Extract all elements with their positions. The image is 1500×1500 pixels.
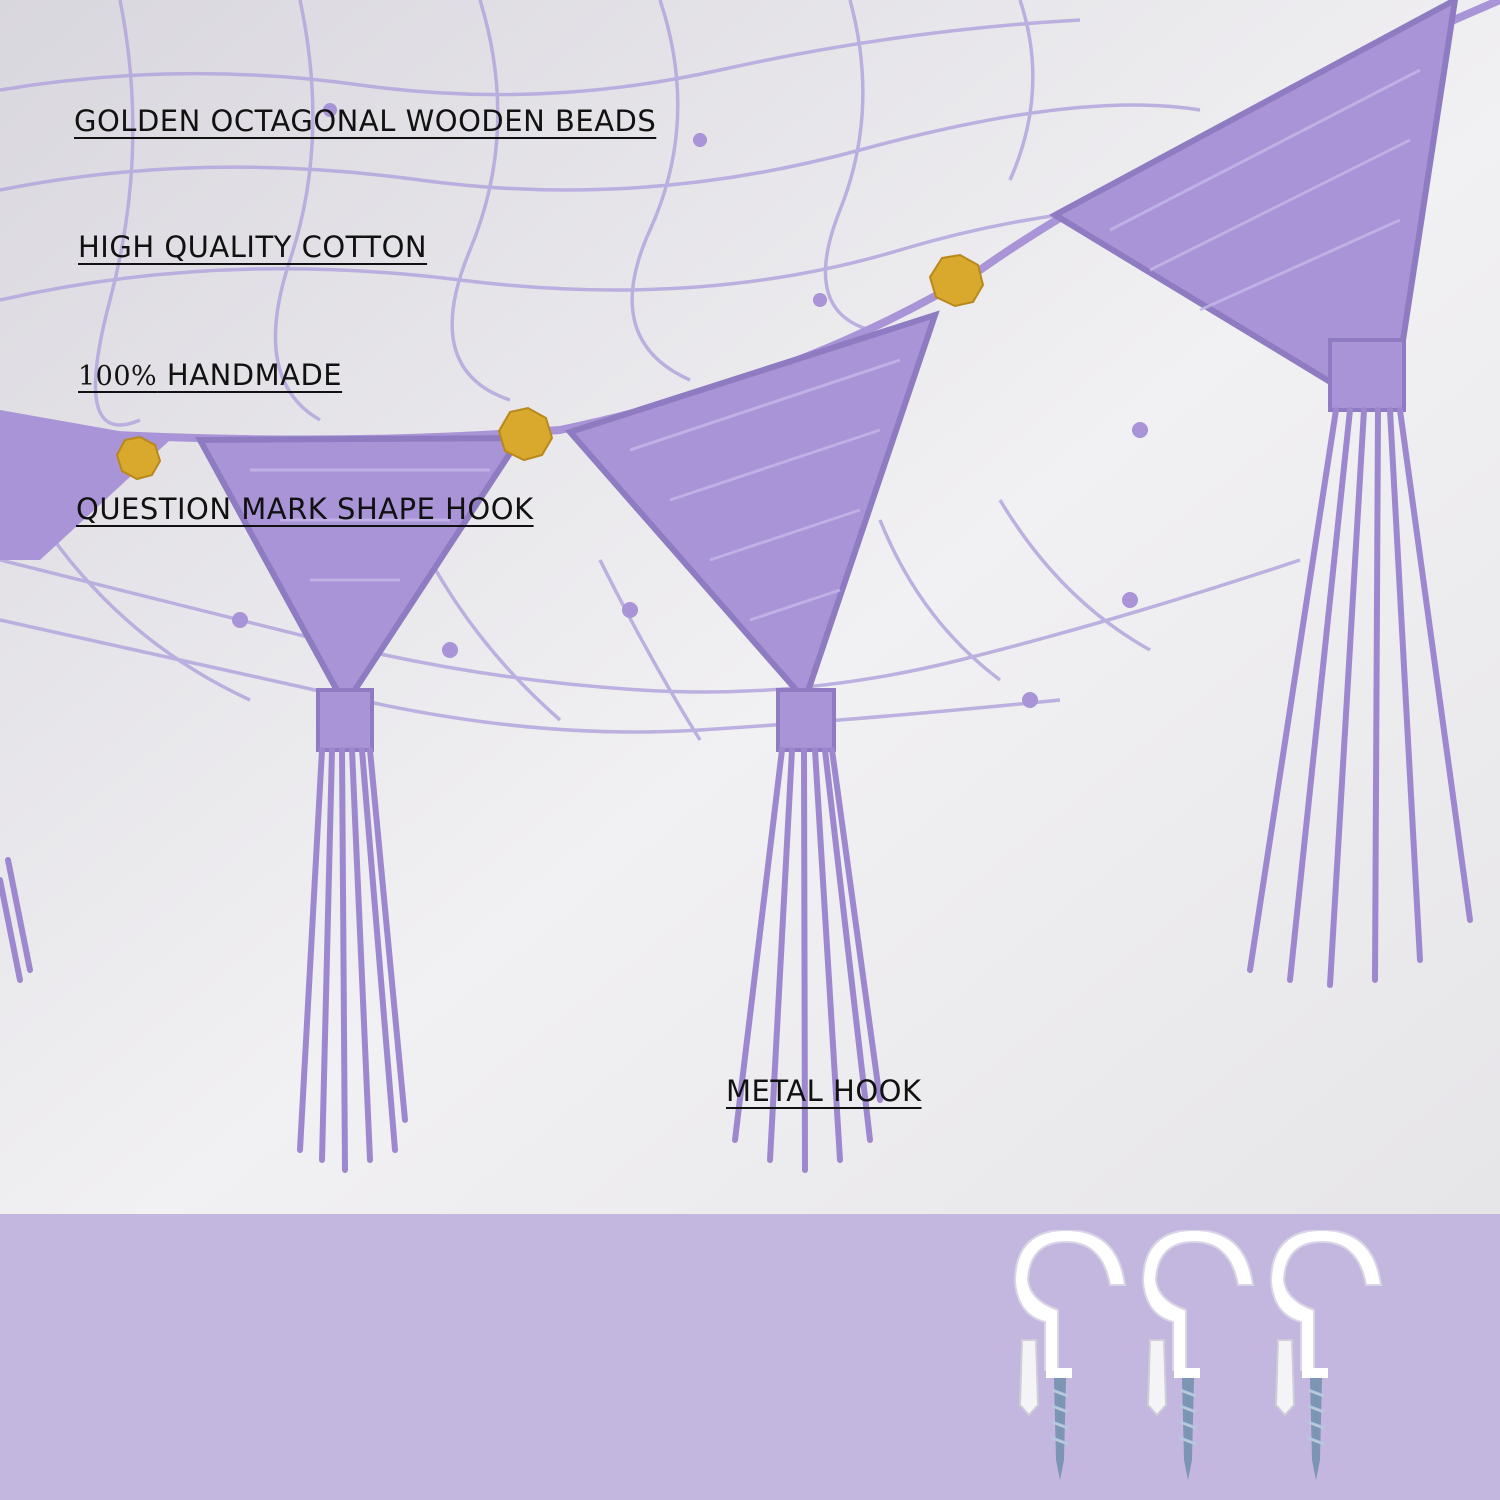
wooden-bead-icon (497, 406, 554, 462)
wall-anchor-icon (1274, 1339, 1296, 1417)
screw-icon (1182, 1378, 1194, 1480)
question-mark-hook-icon (1013, 1230, 1127, 1480)
caption-metal-hook: METAL HOOK (726, 1074, 922, 1108)
screw-icon (1310, 1378, 1322, 1480)
caption-cotton: HIGH QUALITY COTTON (78, 230, 428, 264)
macrame-photo (0, 0, 1500, 1214)
caption-question-mark-hook: QUESTION MARK SHAPE HOOK (76, 492, 534, 526)
wall-anchor-icon (1018, 1339, 1040, 1417)
metal-hooks-illustration (1013, 1230, 1383, 1480)
wall-anchor-icon (1146, 1339, 1168, 1417)
question-mark-hook-icon (1141, 1230, 1255, 1480)
accessory-band (0, 1214, 1500, 1500)
background-net (0, 0, 1301, 741)
caption-handmade: 100% HANDMADE (78, 358, 342, 392)
macrame-pennants (0, 0, 1459, 711)
caption-handmade-number: 100% (78, 361, 158, 392)
golden-beads (115, 253, 985, 481)
caption-handmade-word: HANDMADE (166, 358, 343, 392)
caption-beads: GOLDEN OCTAGONAL WOODEN BEADS (74, 104, 657, 138)
screw-icon (1054, 1378, 1066, 1480)
wooden-bead-icon (928, 253, 985, 308)
wooden-bead-icon (115, 435, 162, 481)
question-mark-hook-icon (1269, 1230, 1383, 1480)
tassels (0, 338, 1473, 1173)
